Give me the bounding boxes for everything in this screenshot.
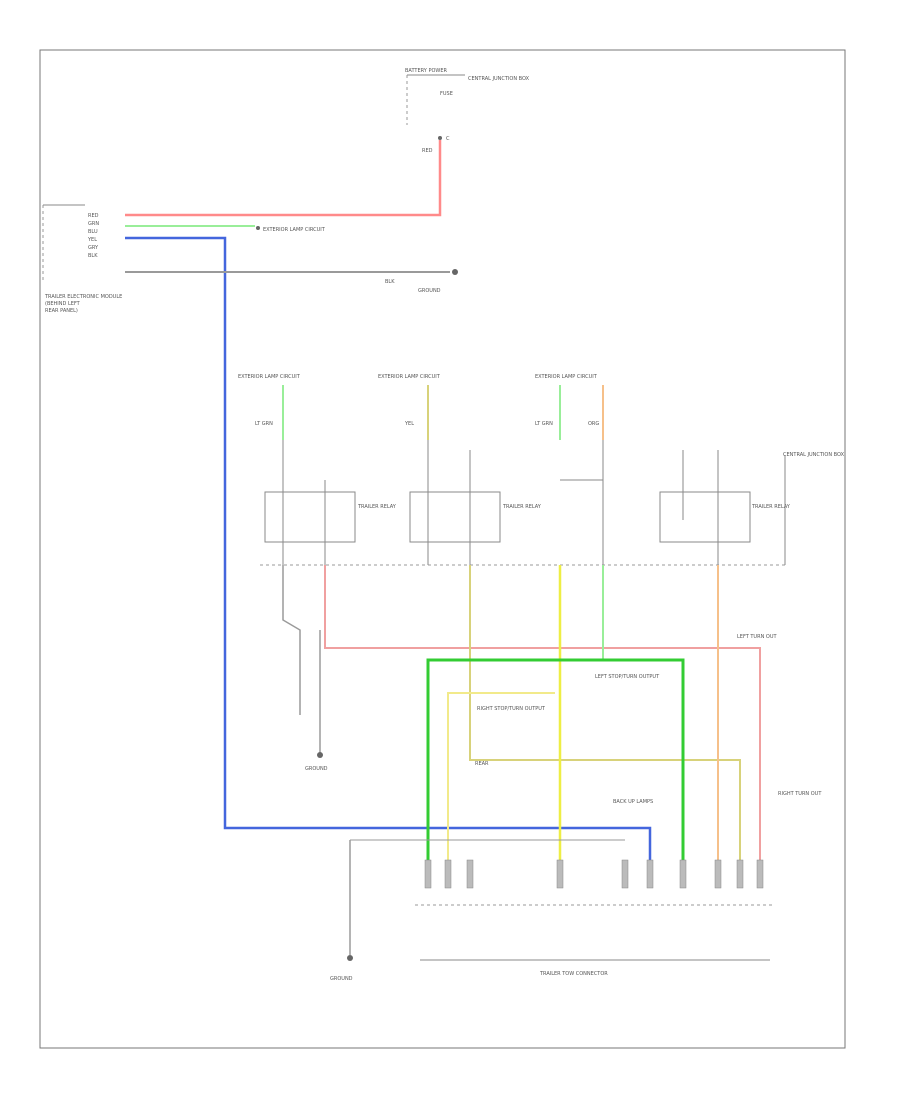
olive-wire <box>469 565 741 860</box>
pink-wire <box>324 565 761 860</box>
svg-text:EXTERIOR LAMP CIRCUIT: EXTERIOR LAMP CIRCUIT <box>238 374 301 380</box>
svg-text:ORG: ORG <box>588 421 599 427</box>
svg-text:BLU: BLU <box>88 229 98 235</box>
svg-text:EXTERIOR LAMP CIRCUIT: EXTERIOR LAMP CIRCUIT <box>263 227 326 233</box>
svg-text:YEL: YEL <box>404 421 414 427</box>
svg-text:TRAILER ELECTRONIC MODULE: TRAILER ELECTRONIC MODULE <box>44 294 122 300</box>
gray-wire-left <box>282 565 301 715</box>
relay-row: TRAILER RELAY TRAILER RELAY TRAILER RELA… <box>260 440 845 566</box>
diagram-frame <box>39 49 846 1049</box>
trailer-tow-connector: TRAILER TOW CONNECTOR <box>415 859 775 977</box>
light-yellow-loop <box>447 692 555 860</box>
svg-text:TRAILER RELAY: TRAILER RELAY <box>751 504 791 510</box>
svg-text:LEFT TURN OUT: LEFT TURN OUT <box>737 634 777 640</box>
svg-text:REAR PANEL): REAR PANEL) <box>45 308 78 314</box>
svg-text:GROUND: GROUND <box>418 288 441 294</box>
svg-text:LEFT STOP/TURN OUTPUT: LEFT STOP/TURN OUTPUT <box>595 674 660 680</box>
svg-text:TRAILER RELAY: TRAILER RELAY <box>357 504 397 510</box>
svg-text:BLK: BLK <box>88 253 98 259</box>
svg-text:BATTERY POWER: BATTERY POWER <box>405 68 447 74</box>
battery-power-block: BATTERY POWER CENTRAL JUNCTION BOX FUSE … <box>405 68 530 142</box>
svg-text:CENTRAL JUNCTION BOX: CENTRAL JUNCTION BOX <box>783 452 845 458</box>
svg-text:EXTERIOR LAMP CIRCUIT: EXTERIOR LAMP CIRCUIT <box>378 374 441 380</box>
svg-text:BLK: BLK <box>385 279 395 285</box>
svg-text:TRAILER TOW CONNECTOR: TRAILER TOW CONNECTOR <box>539 971 608 977</box>
svg-text:YEL: YEL <box>87 237 97 243</box>
blue-wire <box>125 236 652 860</box>
svg-text:LT GRN: LT GRN <box>255 421 273 427</box>
svg-text:GROUND: GROUND <box>305 766 328 772</box>
svg-text:GRY: GRY <box>88 245 99 251</box>
svg-text:CENTRAL JUNCTION BOX: CENTRAL JUNCTION BOX <box>468 76 530 82</box>
svg-text:TRAILER RELAY: TRAILER RELAY <box>502 504 542 510</box>
svg-text:EXTERIOR LAMP CIRCUIT: EXTERIOR LAMP CIRCUIT <box>535 374 598 380</box>
lamp-circuit-feeds: EXTERIOR LAMP CIRCUIT EXTERIOR LAMP CIRC… <box>238 374 604 440</box>
svg-text:C: C <box>446 136 450 142</box>
svg-text:RIGHT STOP/TURN OUTPUT: RIGHT STOP/TURN OUTPUT <box>477 706 546 712</box>
trailer-electronic-module: RED GRN BLU YEL GRY BLK TRAILER ELECTRON… <box>42 204 122 314</box>
svg-text:RIGHT TURN OUT: RIGHT TURN OUT <box>778 791 822 797</box>
svg-text:(BEHIND LEFT: (BEHIND LEFT <box>45 301 81 307</box>
svg-text:LT GRN: LT GRN <box>535 421 553 427</box>
svg-text:RED: RED <box>88 213 99 219</box>
svg-text:BACK UP LAMPS: BACK UP LAMPS <box>613 799 653 805</box>
svg-text:REAR: REAR <box>475 761 489 767</box>
svg-text:GROUND: GROUND <box>330 976 353 982</box>
svg-text:RED: RED <box>422 148 433 154</box>
green-loop <box>426 658 685 860</box>
svg-text:FUSE: FUSE <box>440 91 453 97</box>
red-wire <box>125 140 442 217</box>
svg-text:GRN: GRN <box>88 221 99 227</box>
